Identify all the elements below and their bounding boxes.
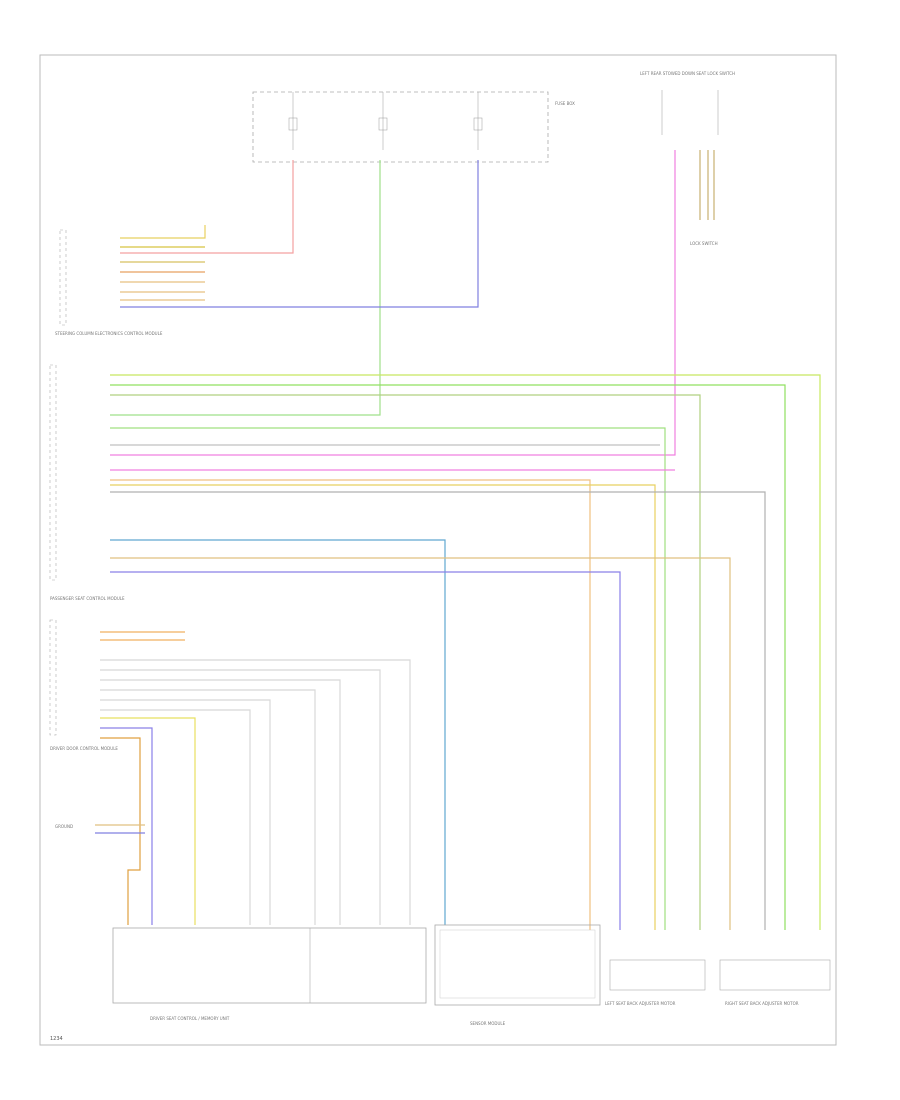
sensor-module-box: SENSOR MODULE	[434, 924, 601, 1026]
wires	[95, 150, 821, 930]
fuse-box: FUSE BOX	[252, 91, 575, 163]
sensor-module-label: SENSOR MODULE	[470, 1021, 506, 1026]
motor-right-label: RIGHT SEAT BACK ADJUSTER MOTOR	[725, 1001, 799, 1006]
right-motor-box: RIGHT SEAT BACK ADJUSTER MOTOR	[719, 959, 831, 1006]
wire-red-1	[120, 160, 294, 254]
passenger-module-connector: PASSENGER SEAT CONTROL MODULE DRIVER DOO…	[49, 596, 125, 751]
wire-purple-1	[110, 571, 621, 930]
wire-lgray-3	[100, 679, 341, 925]
driver-seat-switch: DRIVER SEAT CONTROL / MEMORY UNIT	[112, 927, 427, 1021]
wire-green-1	[110, 160, 381, 416]
right-module-label: LEFT REAR STOWED DOWN SEAT LOCK SWITCH	[640, 71, 735, 76]
wire-lime-1	[110, 374, 821, 930]
wire-gray-2	[110, 491, 766, 930]
wire-yellow-3	[100, 717, 196, 925]
wire-yellow-2	[110, 484, 656, 930]
wire-blue-1	[120, 160, 479, 308]
fuse-box-label: FUSE BOX	[555, 101, 575, 106]
driver-motor-label: DRIVER SEAT CONTROL / MEMORY UNIT	[150, 1016, 230, 1021]
wire-orange-2	[100, 737, 141, 925]
wire-lgray-6	[100, 709, 251, 925]
wire-orange-1	[110, 479, 591, 930]
left-motor-box: LEFT SEAT BACK ADJUSTER MOTOR	[605, 959, 706, 1006]
passenger-module-label: PASSENGER SEAT CONTROL MODULE	[50, 596, 125, 601]
lock-switch-label: LOCK SWITCH	[690, 241, 718, 246]
footer-code: 1234	[50, 1036, 63, 1042]
wire-lgray-1	[100, 659, 411, 925]
steering-module-connector: STEERING COLUMN ELECTRONICS CONTROL MODU…	[55, 229, 163, 336]
wire-tan-1	[110, 557, 731, 930]
wire-lgray-5	[100, 699, 271, 925]
wire-olive-1	[110, 394, 701, 930]
wire-purple-2	[100, 727, 153, 925]
wire-green-2	[110, 384, 786, 930]
steering-module-label: STEERING COLUMN ELECTRONICS CONTROL MODU…	[55, 331, 163, 336]
wire-teal-1	[110, 539, 446, 925]
wire-green-3	[110, 427, 666, 930]
wire-yellow-1	[120, 225, 206, 239]
wire-lgray-2	[100, 669, 381, 925]
ground-point-label: GROUND	[55, 824, 73, 829]
driver-switch-module-label: DRIVER DOOR CONTROL MODULE	[50, 746, 118, 751]
motor-left-label: LEFT SEAT BACK ADJUSTER MOTOR	[605, 1001, 676, 1006]
wire-pink-1	[110, 150, 676, 456]
diagram-frame	[39, 54, 837, 1046]
main-connector	[49, 364, 57, 581]
wire-lgray-4	[100, 689, 316, 925]
